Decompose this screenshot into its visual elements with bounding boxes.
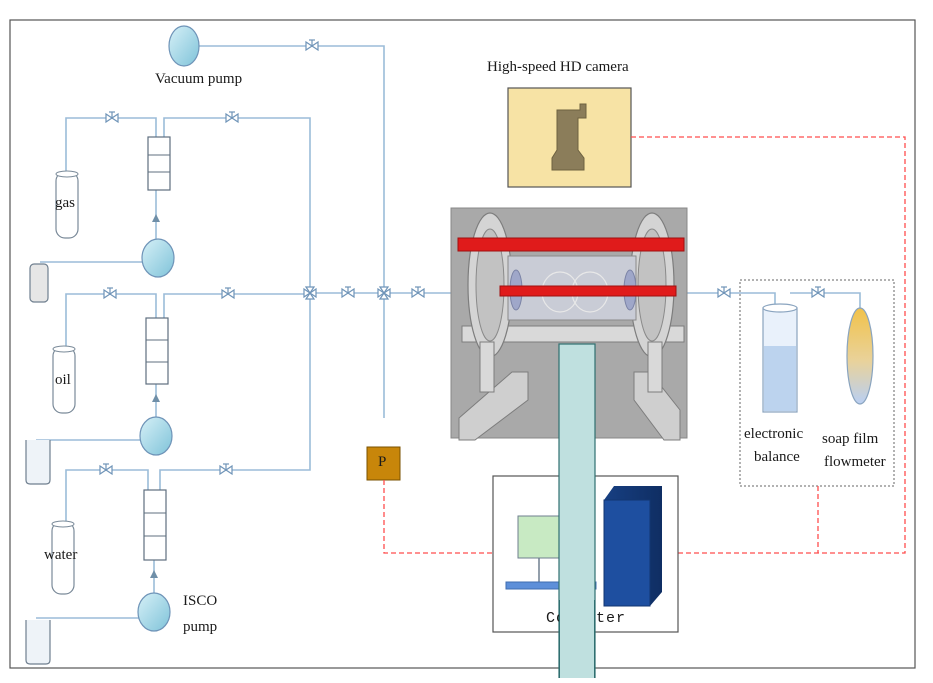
red-rod-top [457,237,685,252]
pressure-sensor-box [366,446,401,481]
valve-oil-right [221,287,235,299]
water-container [51,520,75,595]
pc-tower-icon [603,486,662,607]
oil-container [52,345,76,414]
valve-water-right [219,463,233,475]
oil-label: oil [55,372,71,388]
core-support-bar-overlay [559,600,595,678]
gas-container [55,170,79,239]
valve-flowmeter [811,286,825,298]
arrow-up-icon [152,394,160,402]
oil-piston-container [145,317,169,385]
soap-film-flowmeter-icon [846,307,874,405]
monitor-icon [517,515,561,559]
vacuum-pump-label: Vacuum pump [155,71,243,87]
water-reservoir [25,620,51,665]
measurement-dotted-box [739,279,895,487]
valve-vacuum [305,39,319,51]
isco-pump-label-line1: ISCO [183,593,218,609]
oil-pump-icon [139,416,173,456]
valve-outlet [717,286,731,298]
pressure-sensor-label: P [378,454,387,470]
oil-reservoir [25,440,51,485]
electronic-balance-label-line1: electronic [744,426,804,442]
valve-water-left [99,463,113,475]
electronic-balance-cylinder [762,303,798,413]
valve-rig-inlet [411,286,425,298]
camera-label: High-speed HD camera [487,59,629,75]
gas-piston-container [147,136,171,191]
valve-four-way-left [303,286,317,300]
isco-pump-icon [137,592,171,632]
valve-four-way-right [377,286,391,300]
soap-film-label-line1: soap film [822,431,879,447]
signal-lines [383,136,906,554]
valve-inlet [341,286,355,298]
vacuum-pump-icon [168,25,200,67]
arrow-up-icon [152,214,160,222]
outer-frame [9,19,916,669]
electronic-balance-label-line2: balance [754,449,800,465]
arrow-up-icon [150,570,158,578]
water-piston-container [143,489,167,561]
gas-pump-icon [141,238,175,278]
camera-icon [551,103,587,171]
soap-film-label-line2: flowmeter [824,454,886,470]
keyboard-icon [505,581,597,590]
valve-oil-left [103,287,117,299]
isco-pump-label-line2: pump [183,619,218,635]
valve-gas-left [105,111,119,123]
gas-label: gas [55,195,75,211]
water-label: water [44,547,78,563]
gas-reservoir [29,263,49,303]
red-rod-bottom [499,285,677,297]
valve-gas-right [225,111,239,123]
